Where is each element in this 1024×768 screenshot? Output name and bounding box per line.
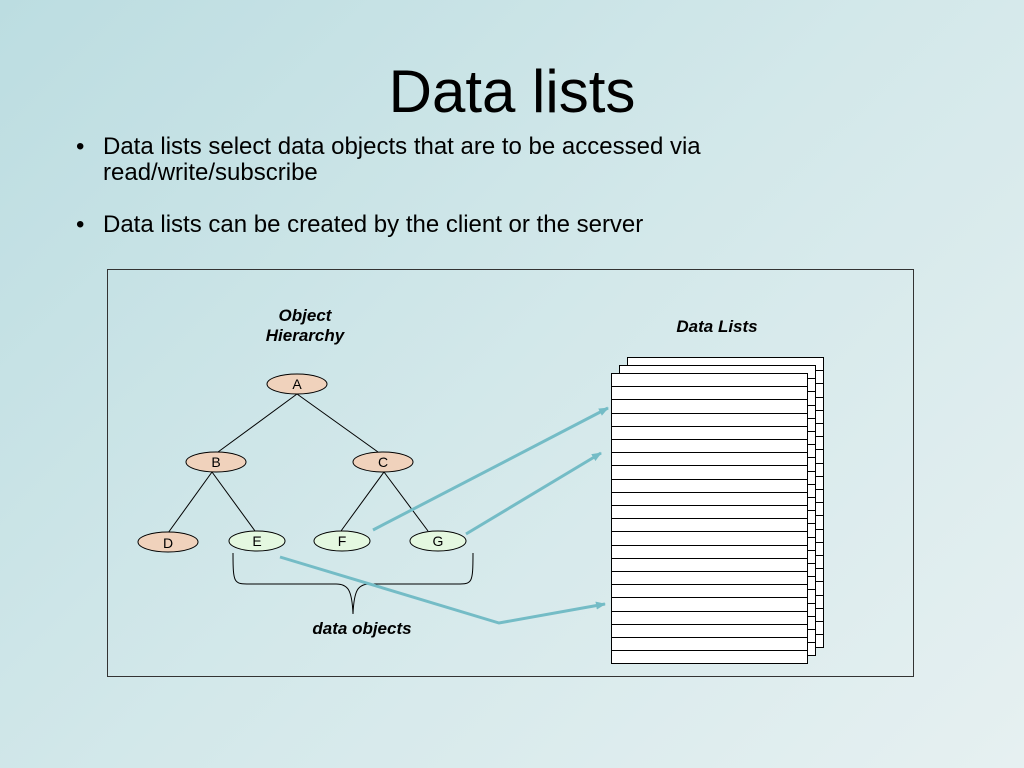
node-d-label: D xyxy=(163,535,173,551)
edge-a-b xyxy=(217,393,298,453)
bullet-dot: • xyxy=(76,211,85,238)
edge-c-f xyxy=(340,471,385,532)
tree-nodes: A B C D E F G xyxy=(137,373,467,553)
node-e-label: E xyxy=(252,533,261,549)
node-b-label: B xyxy=(211,454,220,470)
arrow-g-to-list xyxy=(465,451,602,536)
edge-b-d xyxy=(167,471,213,534)
data-list-page xyxy=(611,373,808,664)
node-a: A xyxy=(266,373,328,395)
arrow-f-to-list xyxy=(372,406,609,532)
node-g-label: G xyxy=(433,533,444,549)
data-objects-label: data objects xyxy=(312,619,411,638)
node-c-label: C xyxy=(378,454,388,470)
bullet-text: Data lists can be created by the client … xyxy=(103,211,644,238)
node-b: B xyxy=(185,451,247,473)
node-g: G xyxy=(409,530,467,552)
node-c: C xyxy=(352,451,414,473)
diagram-frame xyxy=(107,269,914,677)
bullet-dot: • xyxy=(76,133,85,160)
node-d: D xyxy=(137,531,199,553)
bullet-text: Data lists select data objects that are … xyxy=(103,133,701,186)
tree-edges xyxy=(167,393,429,534)
edge-b-e xyxy=(211,471,256,532)
node-a-label: A xyxy=(292,376,302,392)
data-objects-brace xyxy=(232,552,474,615)
bullet-item: • Data lists can be created by the clien… xyxy=(76,212,836,238)
object-hierarchy-label-line1: Object xyxy=(279,306,333,325)
data-lists-label: Data Lists xyxy=(676,317,757,336)
slide-title: Data lists xyxy=(388,58,636,125)
edge-c-g xyxy=(383,471,429,532)
data-list-pages xyxy=(611,357,824,664)
bullet-item: • Data lists select data objects that ar… xyxy=(76,134,836,186)
object-to-list-arrows xyxy=(279,406,609,625)
object-hierarchy-label-line2: Hierarchy xyxy=(266,326,346,345)
node-e: E xyxy=(228,530,286,552)
node-f-label: F xyxy=(338,533,347,549)
bullet-list: • Data lists select data objects that ar… xyxy=(76,134,836,264)
edge-a-c xyxy=(296,393,379,453)
arrow-e-to-list xyxy=(279,555,606,625)
node-f: F xyxy=(313,530,371,552)
